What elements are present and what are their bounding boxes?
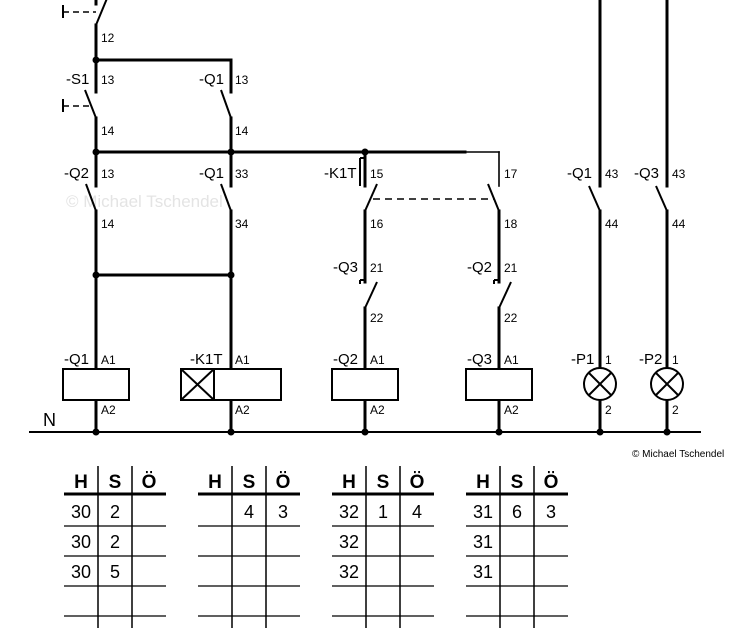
table-header-cell: Ö — [276, 472, 291, 493]
table-cell: 2 — [110, 532, 120, 552]
coil-k1t — [180, 368, 282, 401]
table-cell: 3 — [278, 502, 288, 522]
lamp-label: -P2 — [639, 351, 662, 368]
table-header-cell: Ö — [544, 472, 559, 493]
terminal-label: 2 — [605, 403, 612, 417]
terminal-label: 34 — [235, 217, 249, 231]
lamp-p1-icon — [583, 367, 617, 401]
terminal-label: A1 — [504, 353, 519, 367]
table-header-cell: S — [511, 472, 524, 493]
table-header-cell: S — [243, 472, 256, 493]
terminal-label: 17 — [504, 167, 518, 181]
device-label: -Q1 — [567, 165, 592, 182]
table-header-cell: S — [377, 472, 390, 493]
terminal-label: 44 — [605, 217, 619, 231]
terminal-label: 12 — [101, 31, 115, 45]
device-label: -Q3 — [333, 259, 358, 276]
terminal-label: 18 — [504, 217, 518, 231]
table-cell: 31 — [473, 562, 493, 582]
labels: 12 -S1 13 14 -Q1 13 14 -Q2 13 14 -Q1 33 … — [43, 31, 724, 460]
terminal-label: 13 — [235, 73, 249, 87]
terminal-label: 43 — [672, 167, 686, 181]
coil-q1 — [62, 368, 130, 401]
device-label: -Q3 — [634, 165, 659, 182]
neutral-label: N — [43, 410, 56, 430]
table-cell: 4 — [412, 502, 422, 522]
table-cell: 32 — [339, 532, 359, 552]
junctions — [92, 56, 671, 436]
terminal-label: 21 — [504, 261, 518, 275]
table-cell: 3 — [546, 502, 556, 522]
terminal-label: 15 — [370, 167, 384, 181]
table-header-cell: H — [74, 472, 88, 493]
watermark: © Michael Tschendel — [66, 192, 223, 211]
device-label: -K1T — [324, 165, 357, 182]
table-cell: 1 — [378, 502, 388, 522]
terminal-label: 1 — [672, 353, 679, 367]
coil-label: -Q1 — [64, 351, 89, 368]
table-cell: 32 — [339, 502, 359, 522]
table-header-cell: Ö — [410, 472, 425, 493]
device-label: -Q2 — [467, 259, 492, 276]
coil-q3 — [465, 368, 533, 401]
terminal-label: A2 — [504, 403, 519, 417]
terminal-label: 1 — [605, 353, 612, 367]
terminal-label: 43 — [605, 167, 619, 181]
table-cell: 31 — [473, 502, 493, 522]
lamps — [583, 367, 684, 401]
terminal-label: A2 — [370, 403, 385, 417]
table-header-cell: Ö — [142, 472, 157, 493]
lamp-p2-icon — [650, 367, 684, 401]
table-cell: 32 — [339, 562, 359, 582]
terminal-label: 44 — [672, 217, 686, 231]
terminal-label: A1 — [370, 353, 385, 367]
table-cell: 30 — [71, 562, 91, 582]
table-cell: 2 — [110, 502, 120, 522]
device-label: -S1 — [66, 71, 89, 88]
terminal-label: 22 — [504, 311, 518, 325]
lamp-label: -P1 — [571, 351, 594, 368]
table-cell: 6 — [512, 502, 522, 522]
table-cell: 30 — [71, 502, 91, 522]
coils — [62, 368, 533, 401]
coil-label: -K1T — [190, 351, 223, 368]
table-header-cell: S — [109, 472, 122, 493]
terminal-label: 13 — [101, 73, 115, 87]
device-label: -Q1 — [199, 165, 224, 182]
terminal-label: 21 — [370, 261, 384, 275]
table-header-cell: H — [342, 472, 356, 493]
terminal-label: A2 — [235, 403, 250, 417]
terminal-label: A2 — [101, 403, 116, 417]
terminal-label: A1 — [235, 353, 250, 367]
coil-label: -Q2 — [333, 351, 358, 368]
table-header-cell: H — [476, 472, 490, 493]
table-cell: 30 — [71, 532, 91, 552]
terminal-label: 14 — [101, 217, 115, 231]
table-cell: 5 — [110, 562, 120, 582]
terminal-label: 13 — [101, 167, 115, 181]
table-cell: 31 — [473, 532, 493, 552]
copyright: © Michael Tschendel — [632, 449, 724, 460]
contacts — [62, 0, 668, 309]
terminal-label: 2 — [672, 403, 679, 417]
coil-q2 — [331, 368, 399, 401]
coil-label: -Q3 — [467, 351, 492, 368]
terminal-label: 33 — [235, 167, 249, 181]
terminal-label: A1 — [101, 353, 116, 367]
device-label: -Q2 — [64, 165, 89, 182]
terminal-label: 14 — [101, 124, 115, 138]
terminal-label: 16 — [370, 217, 384, 231]
table-cell: 4 — [244, 502, 254, 522]
terminal-label: 22 — [370, 311, 384, 325]
table-header-cell: H — [208, 472, 222, 493]
terminal-label: 14 — [235, 124, 249, 138]
device-label: -Q1 — [199, 71, 224, 88]
